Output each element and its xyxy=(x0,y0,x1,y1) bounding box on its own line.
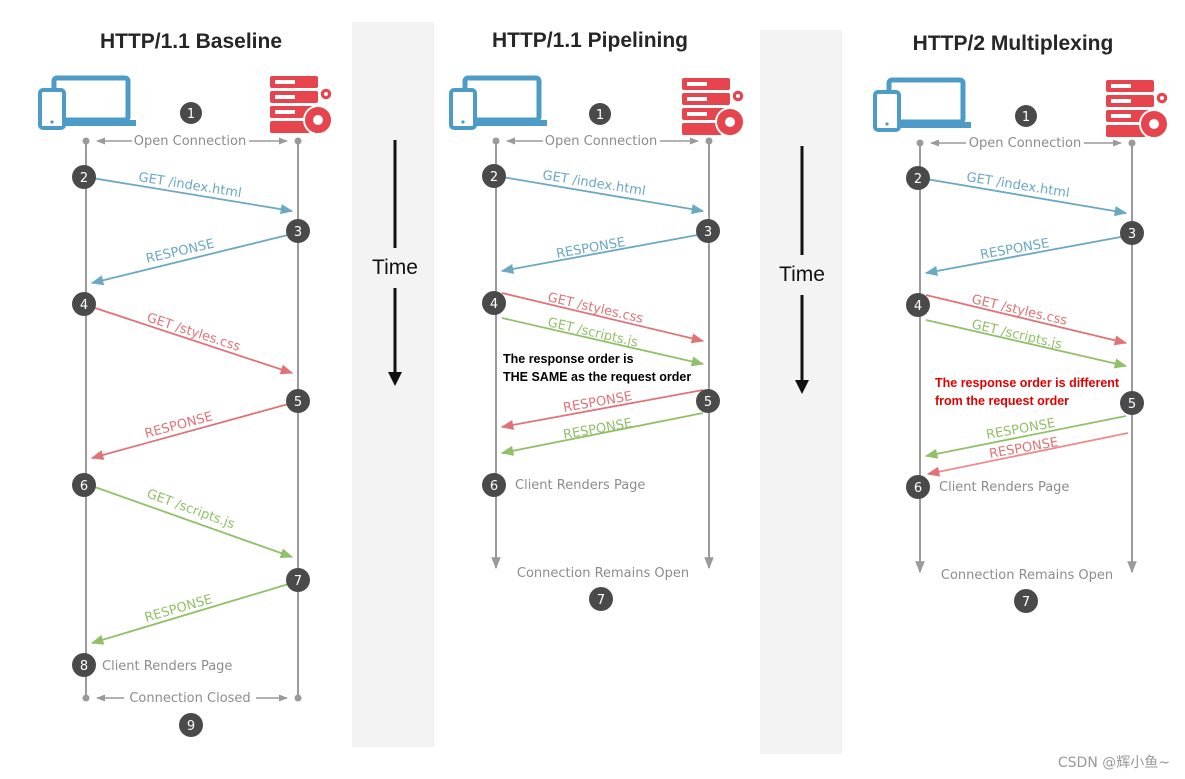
svg-text:9: 9 xyxy=(187,719,195,734)
svg-text:5: 5 xyxy=(294,395,302,410)
message-label: RESPONSE xyxy=(145,237,216,267)
request-arrow xyxy=(925,319,1128,369)
panel-pipelining: HTTP/1.1 Pipelining 1 Open Connection xyxy=(449,29,745,611)
request-arrow xyxy=(91,177,294,215)
svg-text:8: 8 xyxy=(80,659,88,674)
response-arrow xyxy=(500,412,704,456)
svg-text:4: 4 xyxy=(490,297,498,312)
open-connection-label: Open Connection xyxy=(545,134,657,149)
message-label: RESPONSE xyxy=(143,592,214,626)
message-label: GET /index.html xyxy=(965,170,1070,201)
client-renders-label: Client Renders Page xyxy=(939,480,1069,495)
response-arrow xyxy=(90,233,293,286)
panel-title: HTTP/2 Multiplexing xyxy=(913,32,1114,55)
svg-text:7: 7 xyxy=(1022,595,1030,610)
response-arrow xyxy=(924,235,1127,276)
panel-title: HTTP/1.1 Pipelining xyxy=(492,29,688,52)
svg-text:5: 5 xyxy=(1128,397,1136,412)
request-arrow xyxy=(91,485,294,558)
time-label: Time xyxy=(779,263,825,286)
step-markers: 2 3 4 5 6 7 xyxy=(906,166,1144,613)
watermark: CSDN @辉小鱼~ xyxy=(1058,754,1170,771)
svg-text:7: 7 xyxy=(597,593,605,608)
open-connection-label: Open Connection xyxy=(969,136,1081,151)
step-markers: 2 3 4 5 6 7 xyxy=(482,164,720,611)
client-devices-icon xyxy=(873,77,971,132)
order-note-line2: THE SAME as the request order xyxy=(503,370,691,384)
message-label: RESPONSE xyxy=(562,389,633,416)
client-renders-label: Client Renders Page xyxy=(515,478,645,493)
message-label: RESPONSE xyxy=(979,236,1050,263)
panel-http2: HTTP/2 Multiplexing 1 Open Connection xyxy=(873,32,1169,613)
time-indicator-left: Time xyxy=(372,140,418,386)
message-label: GET /styles.css xyxy=(145,311,243,355)
svg-text:3: 3 xyxy=(704,225,712,240)
step-number: 1 xyxy=(1022,110,1030,125)
message-label: GET /index.html xyxy=(137,170,242,201)
svg-text:4: 4 xyxy=(914,299,922,314)
svg-text:6: 6 xyxy=(80,479,88,494)
request-arrow xyxy=(501,176,705,215)
svg-text:2: 2 xyxy=(80,171,88,186)
time-indicator-right: Time xyxy=(779,146,825,394)
panel-title: HTTP/1.1 Baseline xyxy=(100,30,282,53)
order-note-line2: from the request order xyxy=(935,394,1069,408)
order-note-line1: The response order is xyxy=(503,352,634,366)
connection-open-label: Connection Remains Open xyxy=(517,566,689,581)
message-label: GET /index.html xyxy=(541,168,646,199)
step-number: 1 xyxy=(187,107,195,122)
svg-text:4: 4 xyxy=(80,298,88,313)
response-arrow xyxy=(926,432,1129,477)
message-label: RESPONSE xyxy=(143,409,214,442)
request-arrow xyxy=(925,178,1128,217)
svg-text:2: 2 xyxy=(914,172,922,187)
connection-open-label: Connection Remains Open xyxy=(941,568,1113,583)
connection-closed-label: Connection Closed xyxy=(129,691,250,706)
response-arrow xyxy=(500,389,704,430)
client-devices-icon xyxy=(449,75,547,130)
svg-text:3: 3 xyxy=(1128,227,1136,242)
request-arrow xyxy=(501,317,705,367)
message-label: RESPONSE xyxy=(562,416,633,443)
svg-text:5: 5 xyxy=(704,395,712,410)
order-note-line1: The response order is different xyxy=(935,376,1120,390)
server-gear-icon xyxy=(1106,80,1169,139)
step-markers: 2 3 4 5 6 7 8 9 xyxy=(72,165,310,737)
request-arrow xyxy=(91,306,294,375)
request-arrow xyxy=(501,292,705,344)
svg-text:6: 6 xyxy=(490,479,498,494)
response-arrow xyxy=(90,582,293,645)
client-renders-label: Client Renders Page xyxy=(102,659,232,674)
message-label: RESPONSE xyxy=(555,235,626,262)
svg-text:7: 7 xyxy=(294,574,302,589)
open-connection-label: Open Connection xyxy=(134,134,246,149)
client-devices-icon xyxy=(38,75,136,130)
server-gear-icon xyxy=(682,78,745,137)
server-gear-icon xyxy=(270,76,333,135)
svg-text:2: 2 xyxy=(490,170,498,185)
response-arrow xyxy=(924,415,1127,459)
svg-text:6: 6 xyxy=(914,481,922,496)
svg-text:3: 3 xyxy=(294,225,302,240)
step-number: 1 xyxy=(596,108,604,123)
panel-baseline: HTTP/1.1 Baseline 1 Open xyxy=(38,30,333,737)
time-label: Time xyxy=(372,256,418,279)
time-band-left xyxy=(352,22,434,747)
response-arrow xyxy=(90,402,293,460)
request-arrow xyxy=(925,294,1128,346)
response-arrow xyxy=(500,233,704,274)
